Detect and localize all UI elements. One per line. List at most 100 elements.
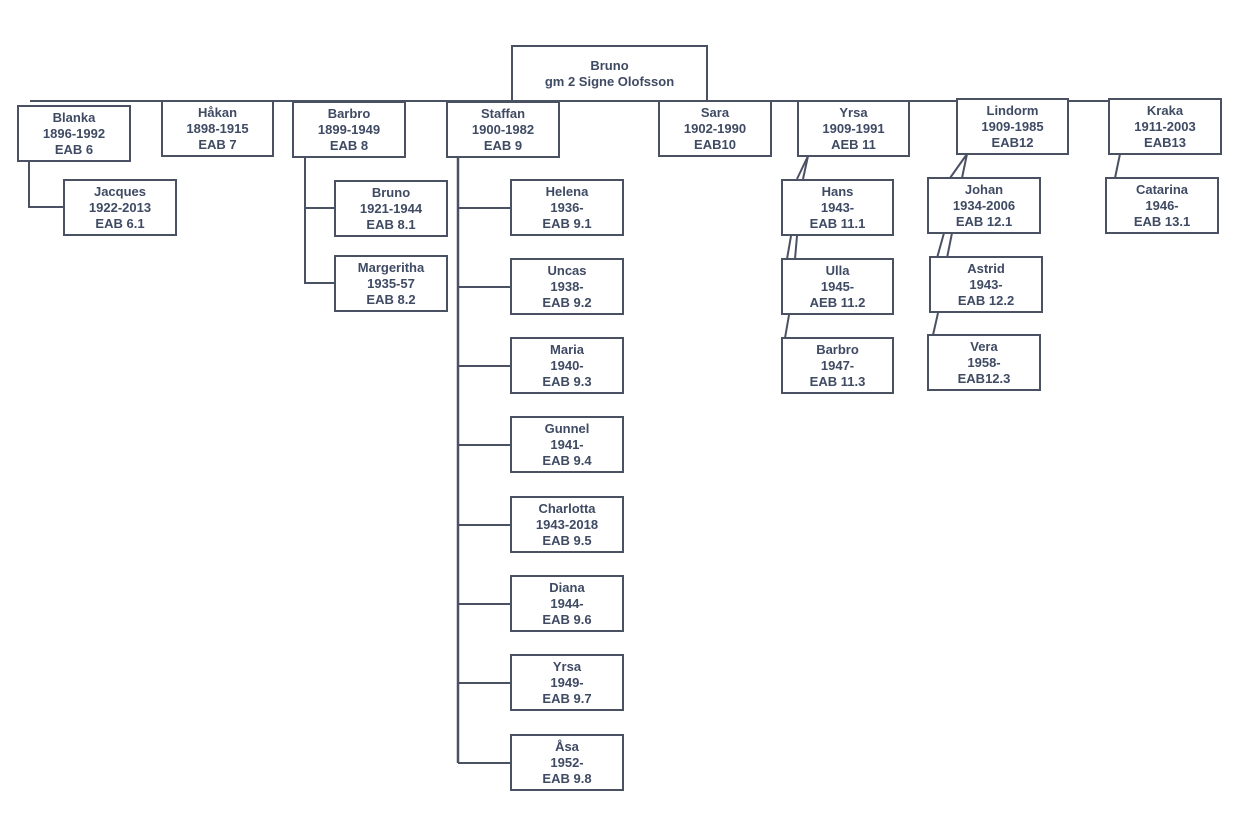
person-node-catarina: Catarina 1946- EAB 13.1 bbox=[1105, 177, 1219, 234]
person-name: Charlotta bbox=[538, 500, 596, 516]
person-name: Hans bbox=[821, 183, 854, 199]
person-node-yrsa: Yrsa 1909-1991 AEB 11 bbox=[797, 100, 910, 157]
person-name: Johan bbox=[964, 181, 1004, 197]
person-years: 1934-2006 bbox=[952, 197, 1016, 213]
person-years: 1922-2013 bbox=[88, 199, 152, 215]
person-name: Maria bbox=[550, 341, 584, 357]
person-years: 1952- bbox=[550, 754, 584, 770]
connector-lindorm-4 bbox=[946, 232, 953, 259]
person-code: EAB 13.1 bbox=[1133, 213, 1191, 229]
person-name: Ulla bbox=[825, 262, 850, 278]
person-years: 1941- bbox=[550, 436, 584, 452]
person-name: Diana bbox=[549, 579, 585, 595]
person-code: EAB 9.6 bbox=[542, 611, 592, 627]
person-code: EAB 8 bbox=[329, 137, 369, 153]
person-code: EAB 9.8 bbox=[542, 770, 592, 786]
person-code: AEB 11 bbox=[831, 136, 876, 152]
person-node-charlotta: Charlotta 1943-2018 EAB 9.5 bbox=[510, 496, 624, 553]
person-years: 1935-57 bbox=[367, 275, 415, 291]
person-code: EAB 11.3 bbox=[809, 373, 866, 389]
person-code: EAB 12.1 bbox=[955, 213, 1013, 229]
person-node-astrid: Astrid 1943- EAB 12.2 bbox=[929, 256, 1043, 313]
root-name: Bruno bbox=[590, 57, 629, 73]
person-name: Gunnel bbox=[544, 420, 590, 436]
person-code: EAB10 bbox=[694, 136, 736, 152]
connector-yrsa-2 bbox=[802, 155, 809, 180]
person-name: Kraka bbox=[1146, 102, 1184, 118]
person-code: EAB 6 bbox=[54, 141, 94, 157]
person-node-yrsa-9-7: Yrsa 1949- EAB 9.7 bbox=[510, 654, 624, 711]
person-node-diana: Diana 1944- EAB 9.6 bbox=[510, 575, 624, 632]
person-name: Lindorm bbox=[986, 102, 1039, 118]
person-name: Margeritha bbox=[357, 259, 425, 275]
person-years: 1943-2018 bbox=[535, 516, 599, 532]
person-years: 1944- bbox=[550, 595, 584, 611]
person-node-johan: Johan 1934-2006 EAB 12.1 bbox=[927, 177, 1041, 234]
person-code: EAB 9 bbox=[483, 137, 523, 153]
connector-yrsa-5 bbox=[784, 314, 790, 339]
person-node-gunnel: Gunnel 1941- EAB 9.4 bbox=[510, 416, 624, 473]
person-node-barbro-11-3: Barbro 1947- EAB 11.3 bbox=[781, 337, 894, 394]
person-years: 1899-1949 bbox=[317, 121, 381, 137]
person-years: 1898-1915 bbox=[186, 120, 249, 136]
connector-kraka-catarina bbox=[1114, 153, 1121, 179]
person-name: Staffan bbox=[480, 105, 526, 121]
person-years: 1911-2003 bbox=[1134, 118, 1196, 134]
person-years: 1947- bbox=[820, 357, 855, 373]
person-name: Bruno bbox=[371, 184, 411, 200]
person-code: EAB 11.1 bbox=[809, 215, 866, 231]
root-node: Bruno gm 2 Signe Olofsson bbox=[511, 45, 708, 102]
person-node-vera: Vera 1958- EAB12.3 bbox=[927, 334, 1041, 391]
person-code: EAB 9.1 bbox=[542, 215, 592, 231]
connector-barbro-kids bbox=[304, 157, 335, 284]
person-node-uncas: Uncas 1938- EAB 9.2 bbox=[510, 258, 624, 315]
connector-yrsa-4 bbox=[794, 235, 798, 260]
person-code: EAB13 bbox=[1144, 134, 1186, 150]
connector-yrsa-3 bbox=[786, 235, 792, 260]
person-name: Åsa bbox=[555, 738, 579, 754]
person-code: EAB 8.2 bbox=[366, 291, 416, 307]
person-name: Sara bbox=[700, 104, 730, 120]
person-name: Catarina bbox=[1135, 181, 1189, 197]
person-years: 1896-1992 bbox=[42, 125, 106, 141]
person-node-hans: Hans 1943- EAB 11.1 bbox=[781, 179, 894, 236]
connector-blanka-jacques bbox=[28, 161, 64, 208]
person-name: Barbro bbox=[327, 105, 371, 121]
person-node-blanka: Blanka 1896-1992 EAB 6 bbox=[17, 105, 131, 162]
person-years: 1946- bbox=[1145, 197, 1179, 213]
root-note: gm 2 Signe Olofsson bbox=[544, 73, 675, 89]
person-years: 1938- bbox=[550, 278, 584, 294]
person-name: Håkan bbox=[197, 104, 238, 120]
person-years: 1936- bbox=[550, 199, 584, 215]
person-node-barbro: Barbro 1899-1949 EAB 8 bbox=[292, 101, 406, 158]
person-years: 1909-1985 bbox=[981, 118, 1044, 134]
person-code: EAB12.3 bbox=[957, 370, 1011, 386]
person-years: 1943- bbox=[820, 199, 855, 215]
person-code: EAB12 bbox=[991, 134, 1034, 150]
person-node-ulla: Ulla 1945- AEB 11.2 bbox=[781, 258, 894, 315]
person-code: EAB 7 bbox=[198, 136, 237, 152]
person-code: EAB 9.7 bbox=[542, 690, 592, 706]
person-name: Astrid bbox=[967, 260, 1005, 276]
person-node-hakan: Håkan 1898-1915 EAB 7 bbox=[161, 100, 274, 157]
person-name: Jacques bbox=[93, 183, 147, 199]
person-years: 1958- bbox=[967, 354, 1001, 370]
person-code: EAB 9.5 bbox=[542, 532, 592, 548]
person-node-sara: Sara 1902-1990 EAB10 bbox=[658, 100, 772, 157]
person-node-jacques: Jacques 1922-2013 EAB 6.1 bbox=[63, 179, 177, 236]
person-code: EAB 8.1 bbox=[366, 216, 416, 232]
person-node-margeritha: Margeritha 1935-57 EAB 8.2 bbox=[334, 255, 448, 312]
person-code: EAB 12.2 bbox=[957, 292, 1015, 308]
person-code: AEB 11.2 bbox=[809, 294, 866, 310]
person-name: Helena bbox=[545, 183, 589, 199]
person-years: 1943- bbox=[969, 276, 1003, 292]
person-code: EAB 9.3 bbox=[542, 373, 592, 389]
person-node-kraka: Kraka 1911-2003 EAB13 bbox=[1108, 98, 1222, 155]
person-name: Uncas bbox=[547, 262, 587, 278]
person-years: 1949- bbox=[550, 674, 584, 690]
person-node-staffan: Staffan 1900-1982 EAB 9 bbox=[446, 101, 560, 158]
person-name: Yrsa bbox=[839, 104, 868, 120]
person-node-bruno-8-1: Bruno 1921-1944 EAB 8.1 bbox=[334, 180, 448, 237]
connector-lindorm-3 bbox=[936, 232, 945, 259]
person-years: 1902-1990 bbox=[683, 120, 747, 136]
